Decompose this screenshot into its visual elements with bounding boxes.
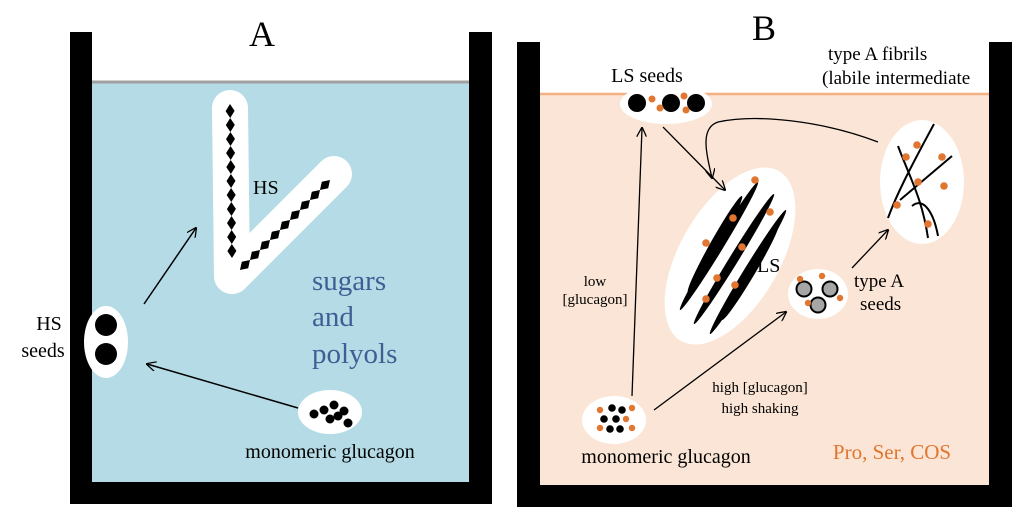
arrow-type-a-seeds-to-type-a-fibrils (851, 230, 888, 269)
panel-b-title: B (752, 8, 776, 48)
additives-a-line2: and (312, 301, 354, 333)
panel-a-title: A (249, 14, 275, 54)
panel-a-floor (70, 482, 492, 504)
arrow-type-a-fibrils-to-ls-fibrils (706, 117, 879, 178)
panel-a-liquid (92, 82, 469, 482)
additives-a-line1: sugars (312, 265, 386, 297)
type-a-seeds-label-line1: type A (854, 271, 904, 292)
ls-seeds (620, 84, 712, 124)
panel-a-wall-right (469, 32, 492, 504)
monomer-a (298, 390, 362, 434)
monomer-b (582, 396, 646, 444)
ls-fibril-strands (679, 181, 787, 335)
additives-a-line3: polyols (312, 338, 397, 370)
hs-fibril-diagonal-strand (240, 180, 330, 270)
hs-seeds-label-line2: seeds (21, 340, 65, 362)
panel-b-wall-right (989, 42, 1012, 507)
high-conditions-label-line1: high [glucagon] (712, 380, 807, 396)
ls-fibril-bundle (664, 167, 796, 345)
ls-fibril-strand (721, 225, 779, 321)
monomer-a-label: monomeric glucagon (245, 441, 414, 463)
hs-fibril-label: HS (253, 177, 279, 199)
panel-a: A HS HS seeds sugars and polyols (21, 14, 492, 504)
hs-fibril (212, 90, 352, 294)
panel-b-floor (517, 485, 1012, 507)
monomer-b-label: monomeric glucagon (581, 446, 750, 468)
type-a-fibrils-label-line2: (labile intermediate (822, 68, 970, 89)
low-concentration-label-line1: low (584, 274, 607, 290)
arrow-seeds-to-hs-fibril (143, 228, 196, 305)
hs-fibril-vertical-strand (225, 104, 237, 258)
panel-a-wall-left (70, 32, 92, 504)
type-a-fibrils (880, 120, 964, 244)
panel-b: B LS seeds type A fibrils (labile interm… (517, 8, 1012, 507)
arrow-monomer-to-ls-seeds (631, 128, 642, 397)
ls-seeds-label: LS seeds (611, 65, 683, 87)
additives-b-label: Pro, Ser, COS (833, 440, 951, 464)
hs-seeds (84, 306, 128, 378)
ls-fibril-strand (693, 193, 775, 325)
hs-seed-particle (95, 314, 117, 336)
low-concentration-label-line2: [glucagon] (563, 292, 628, 308)
hs-seeds-label-line1: HS (36, 313, 62, 335)
ls-label: LS (757, 255, 780, 277)
panel-b-wall-left (517, 42, 540, 507)
type-a-fibrils-label-line1: type A fibrils (828, 44, 927, 65)
arrow-monomer-to-hs-seeds (147, 364, 299, 409)
ls-fibril-strand (687, 195, 743, 293)
hs-seed-particle (95, 343, 117, 365)
type-a-seeds-label-line2: seeds (860, 294, 901, 315)
type-a-seeds (788, 269, 848, 319)
high-conditions-label-line2: high shaking (721, 401, 799, 417)
arrow-monomer-to-type-a-seeds (653, 312, 786, 411)
